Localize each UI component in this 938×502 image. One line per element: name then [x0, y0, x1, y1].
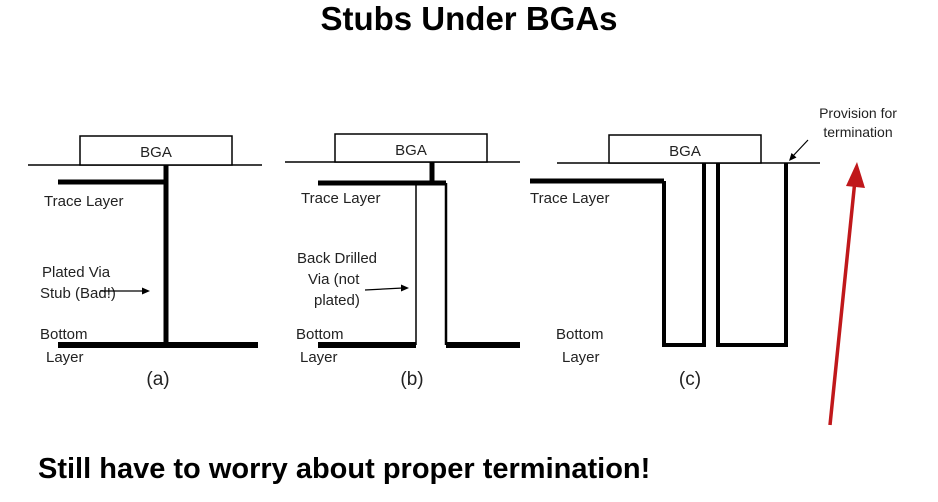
bga-box-c	[608, 134, 762, 164]
bga-label-a: BGA	[140, 144, 172, 161]
via-note-arrowhead-b	[401, 284, 409, 292]
termination-pointer-line	[791, 139, 809, 158]
via-note-b-line2: Via (not	[308, 271, 360, 288]
red-arrow-head	[846, 162, 865, 188]
via-note-b-line1: Back Drilled	[297, 250, 377, 267]
bga-label-c: BGA	[669, 143, 701, 160]
bottom-layer-label-b-line2: Layer	[300, 349, 338, 366]
bottom-layer-label-a-line1: Bottom	[40, 326, 88, 343]
via-note-a-line2: Stub (Bad!)	[40, 285, 116, 302]
via-note-a-line1: Plated Via	[42, 264, 111, 281]
panel-c: BGA Trace Layer Bottom Layer (c)	[530, 134, 820, 390]
termination-note-line1: Provision for	[819, 105, 897, 121]
via-note-arrowhead-a	[142, 287, 150, 295]
bottom-layer-label-c-line1: Bottom	[556, 326, 604, 343]
panel-b: BGA Trace Layer Back Drilled Via (not pl…	[285, 133, 520, 390]
via-note-b-line3: plated)	[314, 292, 360, 309]
termination-note-line2: termination	[823, 124, 892, 140]
slide-title: Stubs Under BGAs	[320, 0, 618, 37]
trace-layer-label-b: Trace Layer	[301, 190, 380, 207]
trace-layer-label-c: Trace Layer	[530, 190, 609, 207]
panel-a: BGA Trace Layer Plated Via Stub (Bad!) B…	[28, 135, 262, 390]
caption-b: (b)	[400, 369, 423, 390]
caption-a: (a)	[146, 369, 169, 390]
termination-pointer-head	[789, 153, 797, 161]
via-loop-2-c	[716, 163, 788, 347]
via-note-arrow-b	[364, 287, 404, 291]
bga-label-b: BGA	[395, 142, 427, 159]
bga-box-b	[334, 133, 488, 163]
bottom-layer-label-a-line2: Layer	[46, 349, 84, 366]
bottom-layer-label-c-line2: Layer	[562, 349, 600, 366]
termination-annotation: Provision for termination	[789, 105, 897, 426]
via-loop-1-c	[662, 163, 706, 347]
trace-layer-label-a: Trace Layer	[44, 193, 123, 210]
caption-c: (c)	[679, 369, 701, 390]
bga-box-a	[79, 135, 233, 166]
footer-statement: Still have to worry about proper termina…	[38, 453, 651, 485]
red-arrow-shaft	[828, 179, 857, 426]
bottom-layer-label-b-line1: Bottom	[296, 326, 344, 343]
